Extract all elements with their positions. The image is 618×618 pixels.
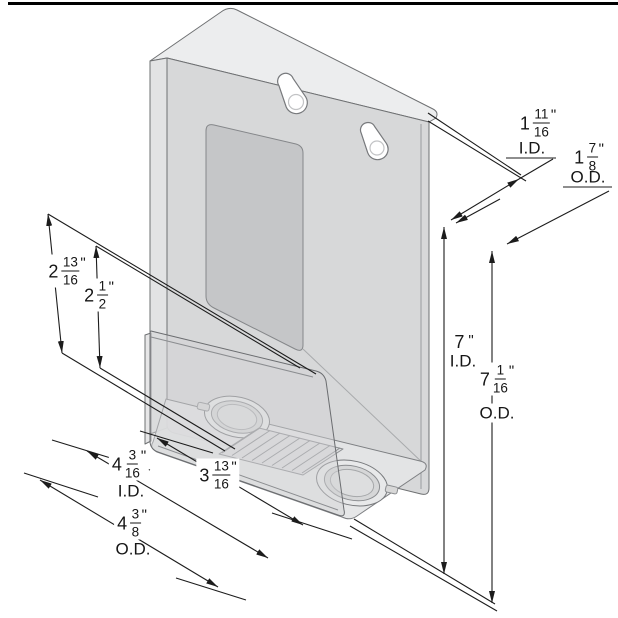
dimension-width-od-label: O.D. [115, 539, 151, 559]
dimension-depth-od-label: O.D. [570, 167, 606, 187]
pocket-cavity [205, 124, 304, 351]
dimension-height-id: 7" [454, 332, 474, 352]
keyhole-slot-left [277, 72, 308, 115]
dimension-height-id-label: I.D. [449, 351, 477, 371]
dimension-height-od-label: O.D. [477, 403, 517, 423]
page-top-border [8, 2, 618, 5]
suction-cup-left [196, 395, 270, 439]
dimension-depth-id-label: I.D. [518, 138, 546, 158]
keyhole-slot-right [359, 121, 389, 161]
suction-cup-right [316, 459, 399, 507]
holder-body [144, 7, 438, 520]
dimension-width-id-label: I.D. [117, 481, 145, 501]
